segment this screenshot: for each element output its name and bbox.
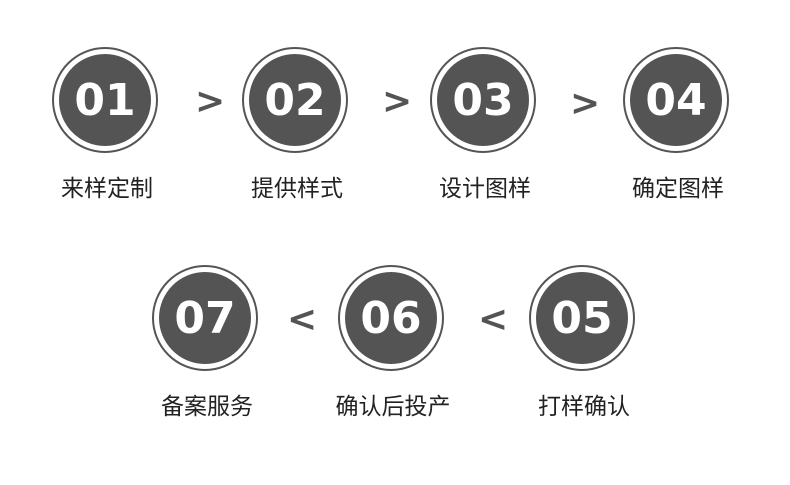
step-02: 02 提供样式 [222,47,372,247]
step-04: 04 确定图样 [603,47,753,247]
step-02-number: 02 [264,74,326,126]
step-07-circle: 07 [159,272,251,364]
step-06-ring: 06 [338,265,444,371]
step-02-label: 提供样式 [251,176,343,202]
step-07-number: 07 [174,292,236,344]
step-04-label: 确定图样 [632,176,724,202]
step-06-circle: 06 [345,272,437,364]
step-02-circle: 02 [249,54,341,146]
step-05: 05 打样确认 [509,265,659,465]
step-07: 07 备案服务 [132,265,282,465]
step-03-circle: 03 [437,54,529,146]
step-04-number: 04 [645,74,707,126]
step-01: 01 来样定制 [32,47,182,247]
arrow-06-07: < [287,299,318,340]
step-07-ring: 07 [152,265,258,371]
arrow-05-06: < [478,299,509,340]
step-05-label: 打样确认 [538,394,630,420]
step-06-number: 06 [360,292,422,344]
step-03-ring: 03 [430,47,536,153]
step-02-ring: 02 [242,47,348,153]
step-05-number: 05 [551,292,613,344]
step-07-label: 备案服务 [161,394,253,420]
step-01-circle: 01 [59,54,151,146]
step-05-circle: 05 [536,272,628,364]
step-03-label: 设计图样 [439,176,531,202]
arrow-01-02: > [195,81,226,122]
step-05-ring: 05 [529,265,635,371]
step-06: 06 确认后投产 [318,265,468,465]
step-04-ring: 04 [623,47,729,153]
arrow-03-04: > [570,83,601,124]
step-01-ring: 01 [52,47,158,153]
step-01-label: 来样定制 [61,176,153,202]
arrow-02-03: > [382,81,413,122]
step-04-circle: 04 [630,54,722,146]
step-03-number: 03 [452,74,514,126]
step-01-number: 01 [74,74,136,126]
step-06-label: 确认后投产 [335,394,451,420]
step-03: 03 设计图样 [410,47,560,247]
